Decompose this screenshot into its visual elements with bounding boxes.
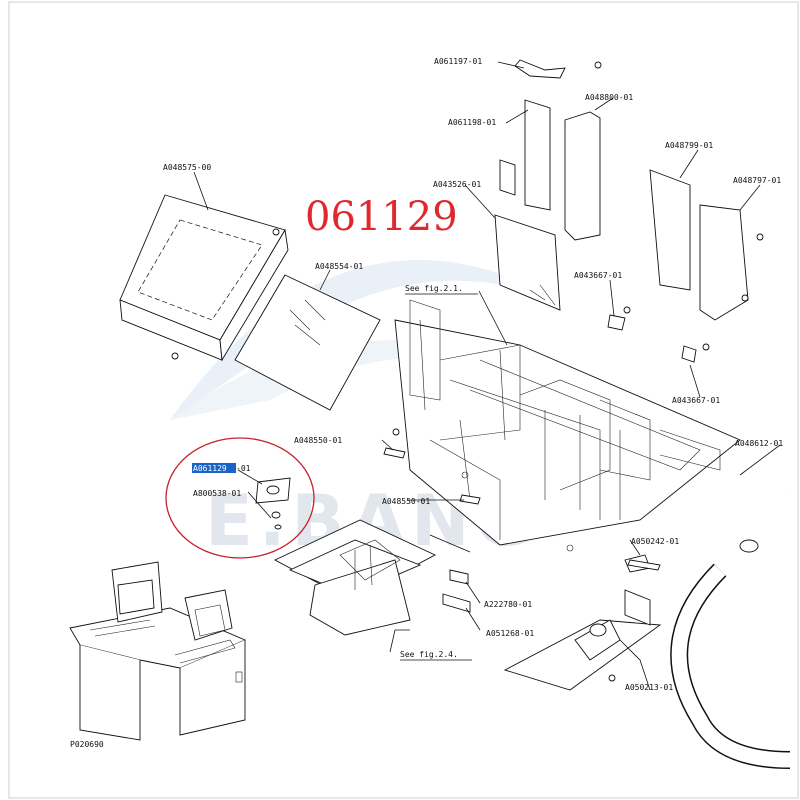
highlight-box — [192, 463, 236, 473]
label-a061129-suffix: -01 — [236, 464, 251, 473]
label-a043667-lower: A043667-01 — [672, 396, 720, 405]
label-a048797: A048797-01 — [733, 176, 781, 185]
workstation-inset — [69, 561, 247, 741]
main-frame-assembly — [394, 299, 741, 552]
label-see-fig-2-4: See fig.2.4. — [400, 650, 458, 659]
label-a043667-upper: A043667-01 — [574, 271, 622, 280]
label-a048612: A048612-01 — [735, 439, 783, 448]
label-a061129-highlighted: A061129 — [193, 464, 227, 473]
connector-parts — [383, 428, 661, 613]
label-a048799: A048799-01 — [665, 141, 713, 150]
label-a061197: A061197-01 — [434, 57, 482, 66]
title-part-number: 061129 — [305, 194, 458, 240]
label-a043526: A043526-01 — [433, 180, 481, 189]
glass-panel — [234, 274, 381, 411]
label-p020690: P020690 — [70, 740, 104, 749]
leader-lines — [193, 61, 781, 691]
tray-assembly — [273, 519, 437, 636]
label-a048550-upper: A048550-01 — [294, 436, 342, 445]
label-a050213: A050213-01 — [625, 683, 673, 692]
label-a222780: A222780-01 — [484, 600, 532, 609]
label-a048575: A048575-00 — [163, 163, 211, 172]
hose — [670, 476, 793, 769]
label-a050242: A050242-01 — [631, 537, 679, 546]
label-a048800: A048800-01 — [585, 93, 633, 102]
label-a048554: A048554-01 — [315, 262, 363, 271]
label-a061198: A061198-01 — [448, 118, 496, 127]
red-highlight-circle — [165, 437, 315, 559]
label-a048550-lower: A048550-01 — [382, 497, 430, 506]
label-see-fig-2-1: See fig.2.1. — [405, 284, 463, 293]
cover-panel — [119, 194, 289, 362]
page-frame — [8, 1, 799, 799]
highlighted-part-group — [165, 437, 315, 559]
label-a051268: A051268-01 — [486, 629, 534, 638]
bracket-set-right — [607, 169, 764, 363]
bottom-plate — [503, 554, 662, 691]
bracket-set-top — [494, 59, 602, 311]
label-a800538: A800538-01 — [193, 489, 241, 498]
